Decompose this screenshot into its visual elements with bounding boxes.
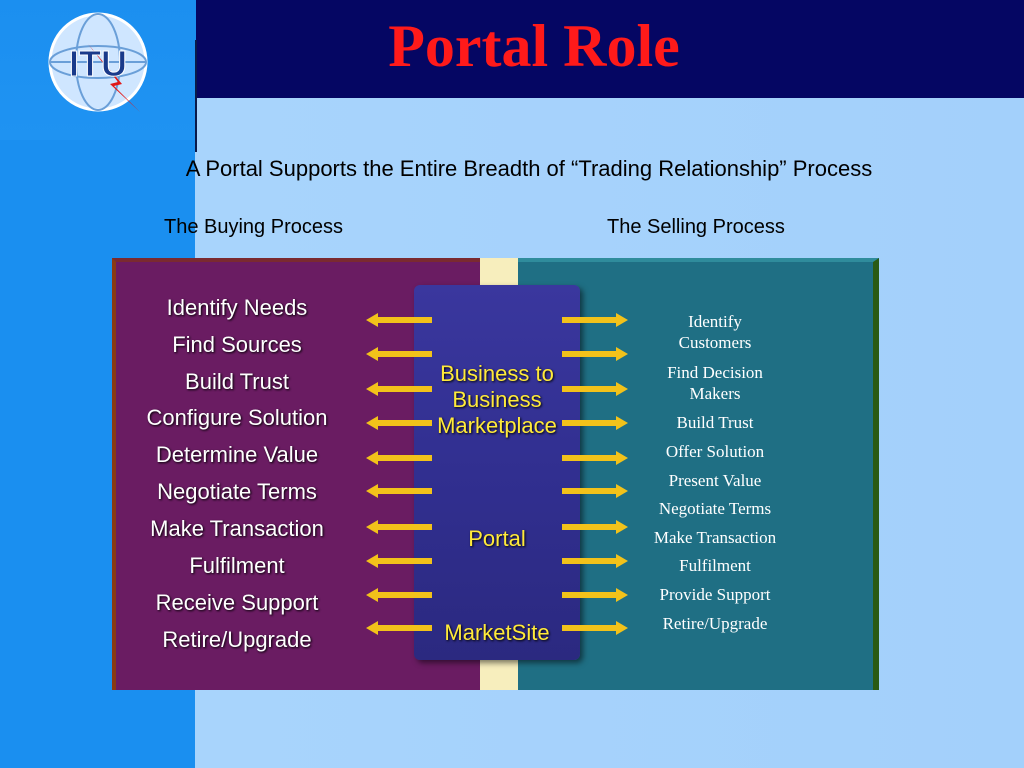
- selling-step: Retire/Upgrade: [662, 614, 768, 633]
- arrow-right-icon: [562, 347, 628, 361]
- buying-step: Make Transaction: [150, 516, 324, 541]
- buying-step: Receive Support: [155, 590, 319, 615]
- selling-step: Identify Customers: [678, 312, 752, 352]
- selling-step: Provide Support: [659, 585, 771, 604]
- arrow-right-icon: [562, 382, 628, 396]
- arrow-left-icon: [366, 588, 432, 602]
- arrow-left-icon: [366, 313, 432, 327]
- arrow-right-icon: [562, 451, 628, 465]
- selling-process-label: The Selling Process: [607, 216, 785, 238]
- arrow-left-icon: [366, 484, 432, 498]
- arrow-left-icon: [366, 554, 432, 568]
- selling-step: Offer Solution: [665, 442, 765, 461]
- arrow-left-icon: [366, 382, 432, 396]
- divider-line: [195, 40, 197, 152]
- selling-step: Find Decision Makers: [667, 363, 763, 403]
- selling-step: Present Value: [668, 471, 762, 490]
- itu-logo: ITU: [48, 12, 148, 112]
- arrow-left-icon: [366, 520, 432, 534]
- portal-center-box: Business to Business Marketplace Portal …: [414, 285, 580, 660]
- arrow-right-icon: [562, 588, 628, 602]
- center-label-b2b: Business to Business Marketplace: [437, 361, 557, 438]
- logo-text: ITU: [69, 43, 127, 84]
- arrow-right-icon: [562, 621, 628, 635]
- arrow-right-icon: [562, 484, 628, 498]
- arrow-right-icon: [562, 520, 628, 534]
- selling-step: Negotiate Terms: [658, 499, 772, 518]
- selling-step: Build Trust: [676, 413, 754, 432]
- arrow-right-icon: [562, 554, 628, 568]
- arrow-right-icon: [562, 416, 628, 430]
- page-subtitle: A Portal Supports the Entire Breadth of …: [185, 156, 873, 181]
- buying-step: Configure Solution: [146, 405, 328, 430]
- buying-step: Fulfilment: [189, 553, 285, 578]
- buying-step: Find Sources: [172, 332, 302, 357]
- buying-step: Determine Value: [155, 442, 319, 467]
- arrow-left-icon: [366, 416, 432, 430]
- selling-step: Make Transaction: [653, 528, 777, 547]
- arrow-left-icon: [366, 451, 432, 465]
- selling-step: Fulfilment: [679, 556, 751, 575]
- portal-diagram: Business to Business Marketplace Portal …: [112, 258, 879, 690]
- buying-step: Negotiate Terms: [157, 479, 317, 504]
- buying-step: Retire/Upgrade: [162, 627, 312, 652]
- page-title: Portal Role: [388, 13, 680, 79]
- buying-step: Build Trust: [185, 369, 289, 394]
- buying-step: Identify Needs: [166, 295, 308, 320]
- arrow-left-icon: [366, 347, 432, 361]
- buying-process-label: The Buying Process: [164, 216, 343, 238]
- center-label-marketsite: MarketSite: [444, 620, 550, 645]
- arrow-right-icon: [562, 313, 628, 327]
- center-label-portal: Portal: [468, 526, 526, 551]
- arrow-left-icon: [366, 621, 432, 635]
